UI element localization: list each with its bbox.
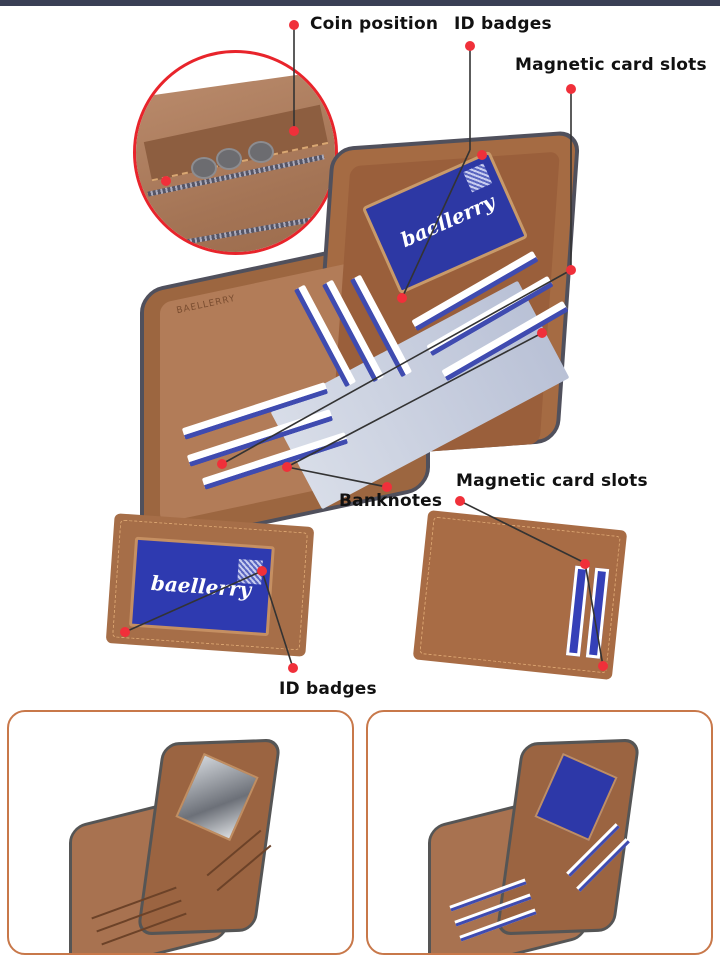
card-slot-panel-image [412,509,628,681]
main-wallet-image: BAELLERRY baellerry [140,120,590,551]
callout-dot [289,126,299,136]
callout-dot [288,663,298,673]
label-coin-position: Coin position [310,14,439,34]
callout-dot [566,265,576,275]
id-window: baellerry [128,536,275,637]
label-banknotes: Banknotes [339,491,443,511]
label-id-badges-top: ID badges [454,14,552,34]
top-strip [0,0,720,6]
coin-icon [248,141,274,163]
callout-dot [537,328,547,338]
label-magnetic-card-slots-mid: Magnetic card slots [456,471,648,491]
callout-dot [161,176,171,186]
card-brand: baellerry [150,570,252,602]
product-view-filled-frame [366,710,713,955]
callout-dot [598,661,608,671]
id-badge-panel-image: baellerry [105,513,315,657]
callout-dot [566,84,576,94]
callout-dot [120,627,130,637]
callout-dot [217,459,227,469]
qr-code-icon [463,163,493,193]
product-view-empty-frame [7,710,354,955]
coin-icon [191,157,217,179]
callout-dot [282,462,292,472]
callout-dot [455,496,465,506]
callout-dot [465,41,475,51]
callout-dot [397,293,407,303]
card-brand: baellerry [396,189,499,253]
coin-icon [216,148,242,170]
callout-dot [477,150,487,160]
callout-dot [289,20,299,30]
label-magnetic-card-slots-top: Magnetic card slots [515,55,707,75]
label-id-badges-bottom: ID badges [279,679,377,699]
coin-pocket-magnifier [133,50,338,255]
callout-dot [257,566,267,576]
callout-dot [580,559,590,569]
